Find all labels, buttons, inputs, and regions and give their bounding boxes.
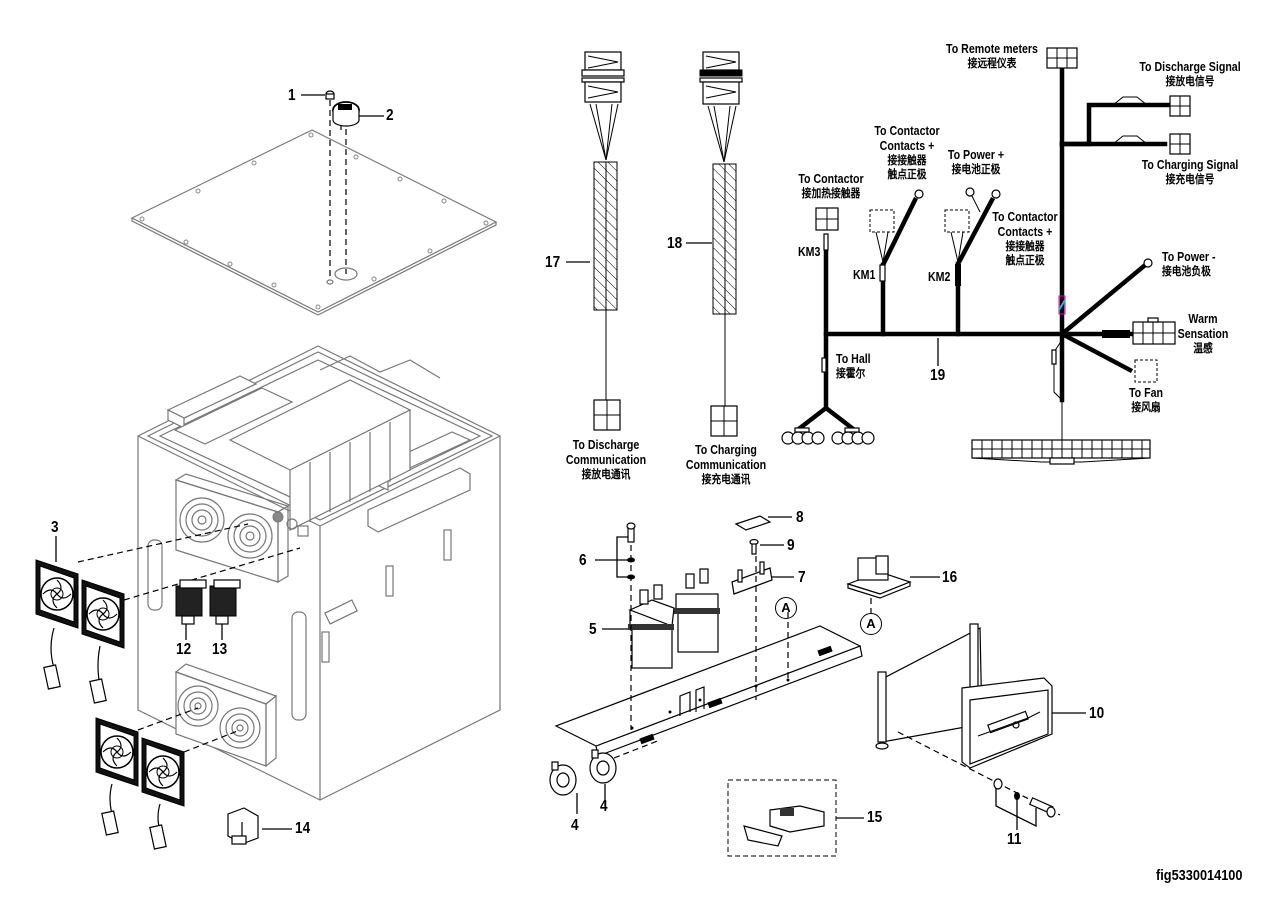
- label-to-discharge-communication: To Discharge Communication 接放电通讯: [564, 438, 649, 482]
- callout-16: 16: [942, 569, 958, 586]
- label-to-hall: To Hall 接霍尔: [836, 352, 871, 381]
- label-cn: 接充电通讯: [701, 472, 751, 486]
- assembly-lines-fans: [77, 523, 301, 753]
- label-en: Warm: [1188, 312, 1218, 326]
- cable-part-17: [581, 51, 625, 431]
- callout-17: 17: [545, 254, 561, 271]
- tag-km2: KM2: [928, 270, 951, 284]
- callout-8: 8: [796, 509, 804, 526]
- label-to-power-plus: To Power + 接电池正极: [942, 148, 1010, 177]
- label-cn: 接充电信号: [1165, 172, 1215, 186]
- callout-9: 9: [787, 537, 795, 554]
- busbar-part-8: [734, 515, 792, 531]
- tag-km3: KM3: [798, 245, 821, 259]
- label-cn: 接电池负极: [1162, 264, 1211, 278]
- callout-1: 1: [288, 87, 296, 104]
- label-warm-sensation: Warm Sensation 温感: [1173, 312, 1233, 356]
- label-cn: 接接触器: [1005, 239, 1045, 253]
- switch-part-13: [209, 579, 241, 625]
- relay-part-14: [227, 807, 259, 845]
- screw-part-9: [749, 538, 784, 555]
- label-cn: 温感: [1193, 341, 1213, 355]
- switch-part-12: [175, 579, 207, 625]
- label-en: Sensation: [1177, 327, 1229, 341]
- label-to-remote-meters: To Remote meters 接远程仪表: [941, 42, 1043, 71]
- label-to-charging-signal: To Charging Signal 接充电信号: [1131, 158, 1250, 187]
- label-to-contactor-heating: To Contactor 接加热接触器: [793, 172, 870, 201]
- label-en: Contacts +: [997, 225, 1053, 239]
- callout-12: 12: [176, 641, 192, 658]
- label-cn: 接放电通讯: [581, 467, 631, 481]
- label-en: To Remote meters: [946, 42, 1038, 56]
- label-en: To Power +: [947, 148, 1005, 162]
- label-to-charging-communication: To Charging Communication 接充电通讯: [684, 443, 769, 487]
- callout-6: 6: [579, 552, 587, 569]
- screw-washers-part-6: [626, 522, 636, 580]
- label-cn: 接放电信号: [1165, 74, 1215, 88]
- motor-controller-part-10: [961, 677, 1086, 769]
- callout-11: 11: [1007, 831, 1022, 848]
- callout-4a: 4: [571, 817, 579, 834]
- label-cn: 触点正极: [1005, 252, 1045, 267]
- reference-mark-a-board: A: [775, 597, 797, 619]
- cooling-fan-part-3: [35, 559, 185, 850]
- figure-id: fig5330014100: [1156, 867, 1243, 884]
- label-en: To Discharge Signal: [1139, 60, 1241, 74]
- callout-14: 14: [295, 820, 311, 837]
- battery-cabinet: [137, 345, 501, 801]
- label-to-fan: To Fan 接风扇: [1121, 386, 1172, 415]
- fuse-base-part-7: [731, 561, 794, 595]
- bolt-washers-part-11: [993, 778, 1056, 830]
- mounting-board: [554, 625, 863, 757]
- reference-mark-a-pcb: A: [860, 613, 882, 635]
- label-cn: 接远程仪表: [967, 56, 1017, 70]
- label-cn: 触点正极: [887, 166, 927, 181]
- label-cn: 接霍尔: [836, 366, 866, 380]
- label-en: Communication: [685, 458, 767, 472]
- callout-3: 3: [51, 519, 59, 536]
- label-to-power-minus: To Power - 接电池负极: [1162, 250, 1216, 279]
- label-en: To Discharge: [572, 438, 640, 452]
- label-en: To Charging Signal: [1141, 158, 1239, 172]
- relay-board-part-16: [846, 555, 940, 614]
- label-en: Contacts +: [879, 139, 935, 153]
- callout-15: 15: [867, 809, 883, 826]
- callout-7: 7: [798, 569, 806, 586]
- callout-18: 18: [667, 235, 683, 252]
- contactor-part-5: [628, 568, 720, 669]
- label-to-contactor-contacts-km1: To Contactor Contacts + 接接触器 触点正极: [869, 124, 946, 182]
- callout-2: 2: [386, 107, 394, 124]
- callout-10: 10: [1089, 705, 1105, 722]
- label-cn: 接电池正极: [951, 162, 1001, 176]
- label-en: Communication: [565, 453, 647, 467]
- top-cover-plate: [130, 129, 498, 316]
- label-to-contactor-contacts-km2: To Contactor Contacts + 接接触器 触点正极: [987, 210, 1064, 268]
- wiring-harness-part-19: [781, 47, 1191, 465]
- label-en: To Hall: [836, 352, 871, 366]
- label-cn: 接加热接触器: [801, 186, 861, 200]
- label-en: To Fan: [1128, 386, 1164, 400]
- label-en: To Charging: [695, 443, 757, 457]
- fuse-holder-part-1: [325, 90, 335, 100]
- label-en: To Contactor: [798, 172, 864, 186]
- callout-13: 13: [212, 641, 228, 658]
- label-en: To Contactor: [874, 124, 940, 138]
- hour-meter-part-2: [332, 101, 360, 130]
- cable-part-18: [699, 51, 743, 437]
- current-sensor-part-4: [549, 739, 661, 814]
- callout-4b: 4: [600, 798, 608, 815]
- tag-km1: KM1: [853, 268, 876, 282]
- kit-part-15: [727, 779, 864, 857]
- leader-line: [595, 536, 628, 578]
- callout-19: 19: [930, 367, 946, 384]
- label-to-discharge-signal: To Discharge Signal 接放电信号: [1131, 60, 1250, 89]
- callout-5: 5: [589, 621, 597, 638]
- label-en: To Contactor: [992, 210, 1058, 224]
- label-en: To Power -: [1162, 250, 1216, 264]
- label-cn: 接风扇: [1131, 400, 1161, 414]
- label-cn: 接接触器: [887, 153, 927, 167]
